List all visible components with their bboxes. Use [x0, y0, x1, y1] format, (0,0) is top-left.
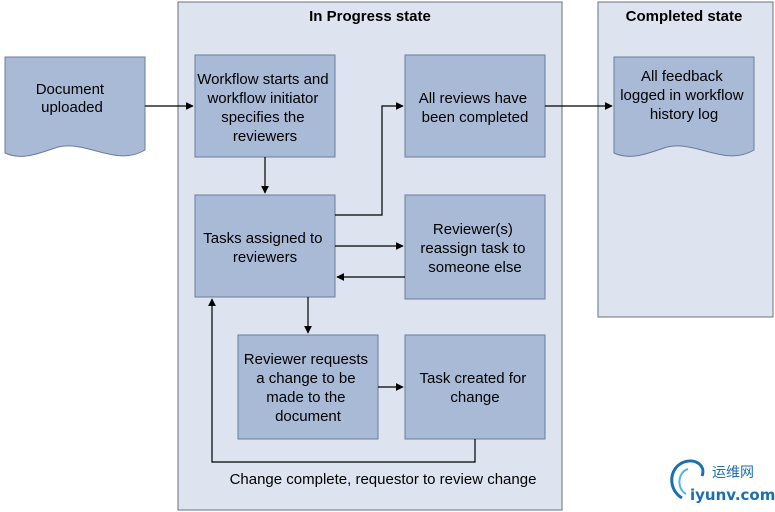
arrow-tasks-to-reviews-completed: [335, 102, 404, 216]
iyunv-watermark-logo: 运维网 iyunv.com: [670, 459, 775, 504]
task-created-node: [404, 334, 546, 440]
tasks-assigned-node: [194, 194, 336, 298]
arrow-task-created-loop-back: [208, 298, 476, 463]
reviewer-requests-change-label: Reviewer requests a change to be made to…: [244, 351, 372, 425]
lane-in-progress-title: In Progress state: [309, 8, 431, 25]
document-uploaded-node: [4, 56, 146, 157]
all-feedback-logged-label: All feedback logged in workflow history …: [620, 68, 748, 123]
tasks-assigned-label: Tasks assigned to reviewers: [203, 230, 326, 266]
all-feedback-logged-node: [613, 56, 755, 157]
reviewer-requests-change-node: [237, 334, 379, 440]
watermark-cn-text: 运维网: [712, 465, 754, 481]
reviewer-reassign-label: Reviewer(s) reassign task to someone els…: [420, 221, 529, 276]
task-created-label: Task created for change: [420, 370, 531, 406]
lane-completed-title: Completed state: [626, 8, 743, 25]
lane-completed: [597, 1, 774, 318]
reviewer-reassign-node: [404, 194, 546, 300]
document-uploaded-label: Document uploaded: [36, 81, 109, 116]
all-reviews-completed-node: [404, 54, 546, 158]
all-reviews-completed-label: All reviews have been completed: [419, 90, 532, 126]
change-complete-label: Change complete, requestor to review cha…: [230, 471, 537, 488]
workflow-starts-label: Workflow starts and workflow initiator s…: [197, 71, 333, 145]
watermark-site-text: iyunv.com: [690, 486, 775, 504]
swirl-icon: [670, 459, 705, 500]
